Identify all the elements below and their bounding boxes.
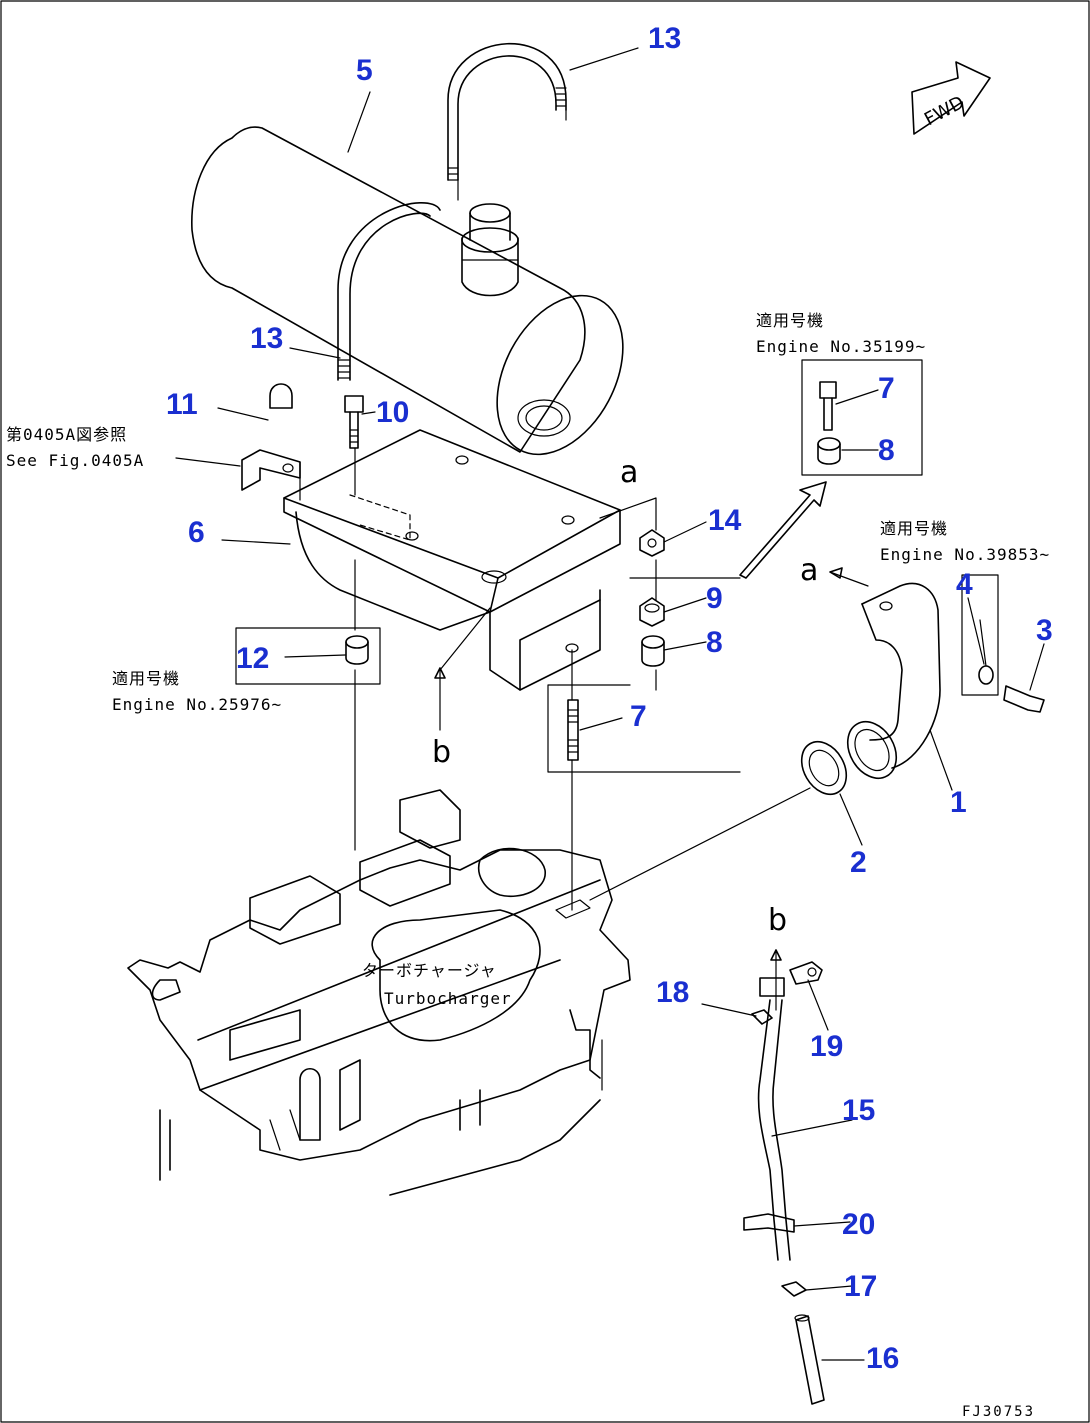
elbow-pipe [846, 582, 941, 780]
callout-15: 15 [842, 1094, 875, 1127]
u-bolt-upper [447, 42, 567, 181]
callout-14: 14 [708, 504, 742, 537]
muffler [191, 126, 624, 456]
note-box-engine-25976 [235, 627, 381, 685]
bolt-3 [1003, 685, 1045, 713]
callout-7-upper: 7 [878, 372, 895, 405]
bolt-7-upper [819, 381, 837, 431]
callout-8-upper: 8 [878, 434, 895, 467]
note-en-engine-35199: Engine No.35199~ [756, 337, 926, 356]
callout-13-lower: 13 [250, 322, 283, 355]
gasket-2 [800, 740, 848, 796]
clip-19 [789, 961, 823, 985]
note-jp-see-fig: 第0405A図参照 [6, 425, 127, 444]
fwd-label: FWD [921, 92, 968, 130]
hose-16 [794, 1314, 825, 1405]
note-en-engine-39853: Engine No.39853~ [880, 545, 1050, 564]
note-jp-engine-35199: 適用号機 [756, 311, 824, 330]
callout-2: 2 [850, 846, 867, 879]
arrow-a-upper [739, 481, 827, 579]
arrow-b-hose [770, 949, 782, 1011]
callout-10: 10 [376, 396, 409, 429]
nut-14 [639, 529, 665, 557]
muffler-bracket [283, 429, 621, 691]
bracket-stud-7 [547, 684, 741, 773]
drawing-code: FJ30753 [962, 1404, 1035, 1420]
callout-13-upper: 13 [648, 22, 681, 55]
callout-1: 1 [950, 786, 967, 819]
engine-block [127, 789, 631, 1196]
clip-17 [781, 1281, 807, 1297]
note-jp-turbo: ターボチャージャ [362, 961, 497, 980]
callout-18: 18 [656, 976, 689, 1009]
stud-7-lower [567, 699, 579, 761]
fwd-arrow-icon: FWD [911, 61, 991, 135]
callout-17: 17 [844, 1270, 877, 1303]
clip-bracket [241, 449, 301, 491]
callout-5: 5 [356, 54, 373, 87]
leader-lines [175, 47, 1045, 1361]
spacer-12 [345, 635, 369, 665]
spacer-8-upper [817, 437, 841, 465]
connector-b-label-hose: b [768, 903, 787, 938]
bolt-10 [344, 395, 364, 449]
cap-11 [269, 383, 293, 409]
connector-b-label: b [432, 735, 451, 770]
note-jp-engine-39853: 適用号機 [880, 519, 948, 538]
callout-20: 20 [842, 1208, 875, 1241]
callout-12: 12 [236, 642, 269, 675]
note-box-engine-35199 [801, 359, 923, 476]
callout-11: 11 [166, 388, 198, 421]
callout-3: 3 [1036, 614, 1053, 647]
spacer-8-lower [641, 635, 665, 667]
nut-9 [639, 597, 665, 627]
callout-8-lower: 8 [706, 626, 723, 659]
clip-20 [743, 1213, 795, 1233]
assembly-lines [299, 109, 987, 1091]
clip-18 [751, 1009, 773, 1025]
arrow-b-left [434, 607, 491, 731]
note-box-engine-39853 [961, 574, 999, 696]
note-en-engine-25976: Engine No.25976~ [112, 695, 282, 714]
callout-19: 19 [810, 1030, 843, 1063]
note-en-turbo: Turbocharger [384, 989, 512, 1008]
connector-a-label: a [620, 455, 638, 490]
note-en-see-fig: See Fig.0405A [6, 451, 144, 470]
callout-7-lower: 7 [630, 700, 647, 733]
arrow-a-right [829, 567, 869, 587]
callout-9: 9 [706, 582, 723, 615]
callout-4: 4 [956, 568, 973, 601]
u-bolt-lower [337, 202, 441, 381]
note-jp-engine-25976: 適用号機 [112, 669, 180, 688]
callout-6: 6 [188, 516, 205, 549]
callout-16: 16 [866, 1342, 899, 1375]
connector-a-label-right: a [800, 553, 818, 588]
washer-4 [978, 665, 994, 685]
